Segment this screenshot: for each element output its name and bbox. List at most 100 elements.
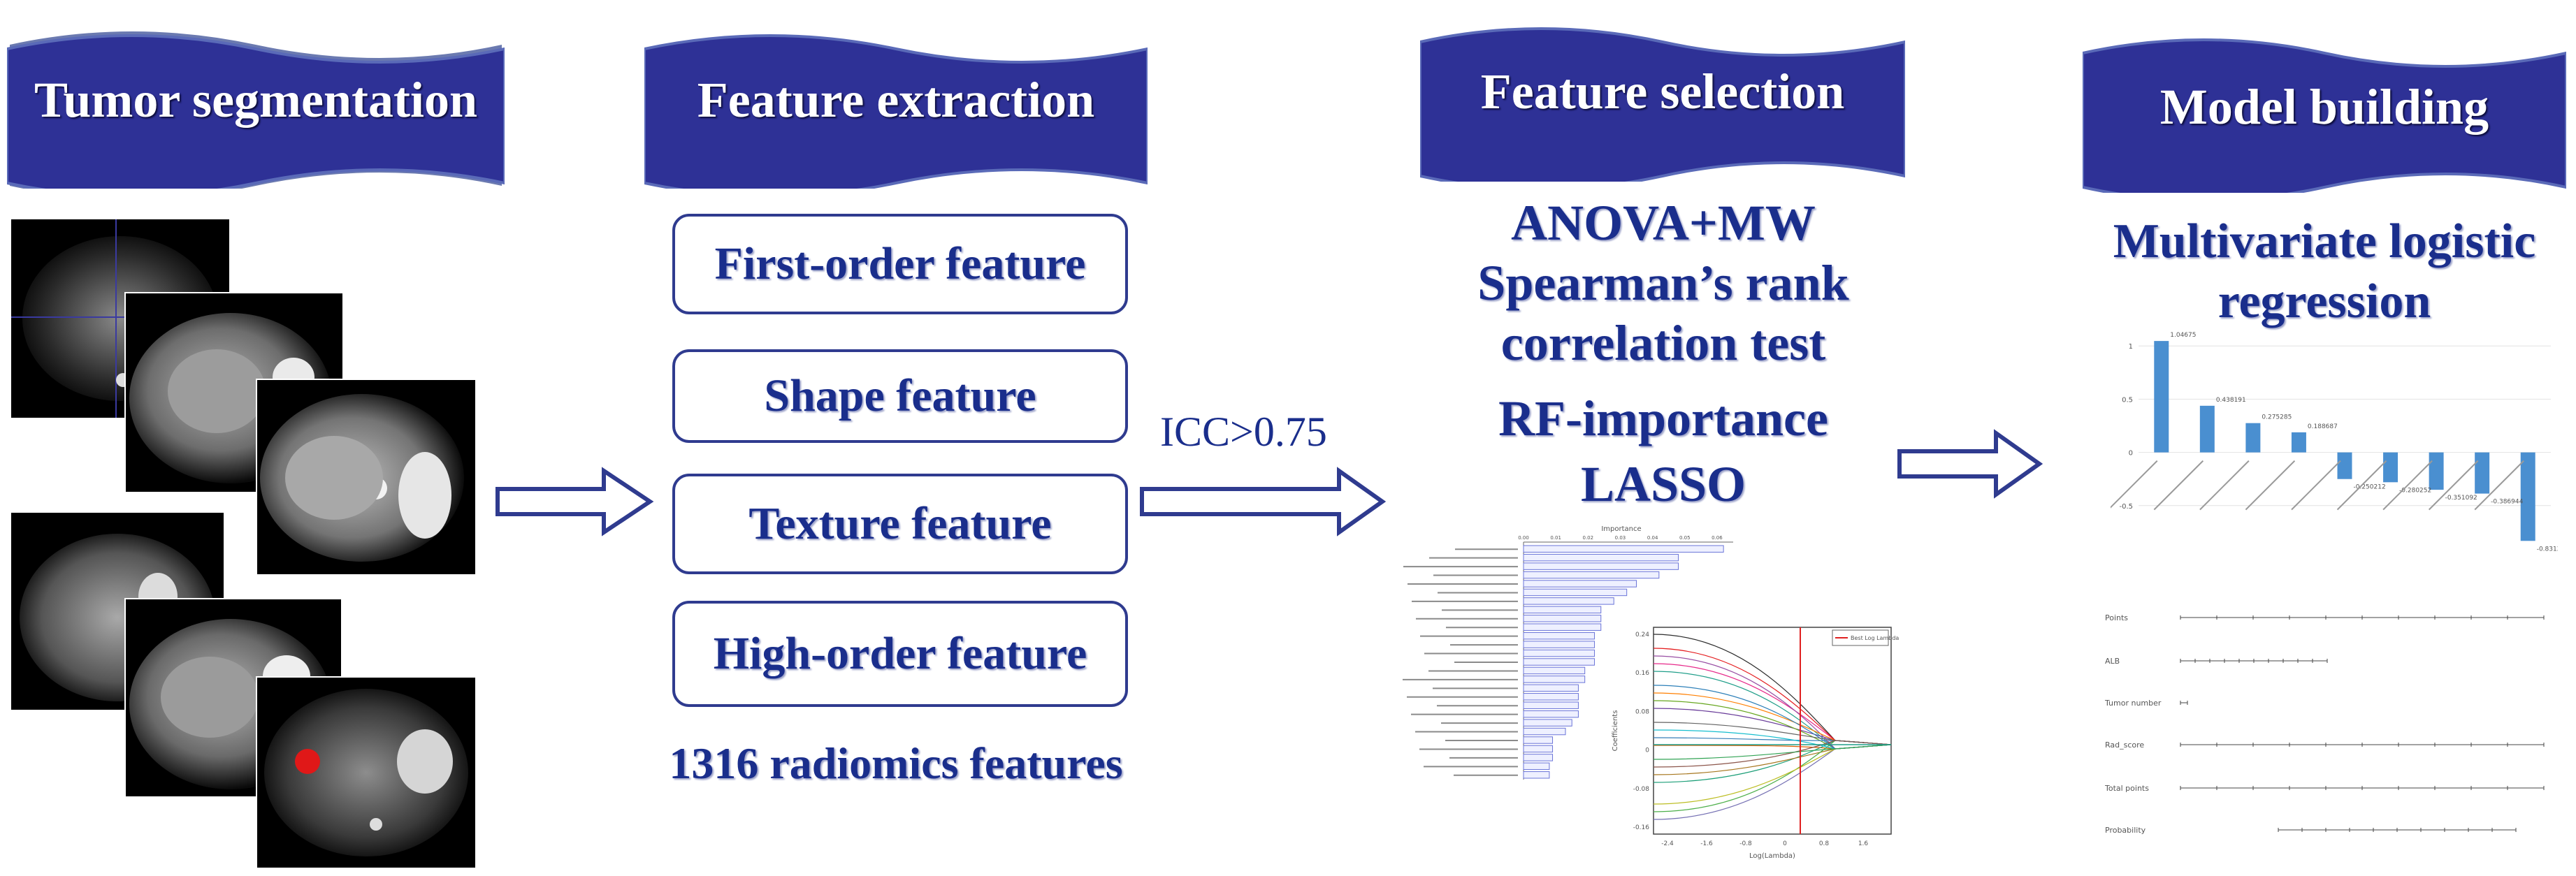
- mri-image-segmented: [256, 676, 477, 869]
- category-label-mark: [2474, 460, 2524, 511]
- importance-bar: [1523, 771, 1550, 779]
- y-tick-label: -0.5: [2119, 503, 2133, 511]
- category-label-mark: [2153, 460, 2204, 511]
- coefficient-bar-chart: 1 0.5 0 -0.5 1.04675 0.438191 0.275285 0.18868…: [2111, 332, 2558, 553]
- bar-value-label: -0.831242: [2537, 546, 2558, 553]
- lasso-x-tick: 0: [1783, 840, 1787, 847]
- importance-bar: [1523, 588, 1628, 597]
- coefficient-bar: [2337, 452, 2352, 479]
- stage-title: Feature extraction: [697, 72, 1095, 128]
- importance-bar: [1523, 666, 1586, 675]
- y-tick-label: 0: [2129, 450, 2133, 458]
- importance-bar: [1523, 762, 1550, 771]
- lasso-path: [1653, 744, 1892, 775]
- model-method-line1: Multivariate logistic: [2113, 214, 2536, 268]
- lasso-y-tick: 0.16: [1635, 670, 1649, 677]
- lasso-path: [1653, 634, 1892, 745]
- banner-model-building: Model building: [2083, 25, 2566, 193]
- importance-tick-label: 0.06: [1712, 535, 1723, 541]
- bar-value-label: 0.275285: [2262, 414, 2292, 421]
- lasso-path: [1653, 663, 1892, 745]
- stage-title: Model building: [2159, 79, 2489, 135]
- lasso-path: [1653, 740, 1892, 812]
- bar-value-label: -0.250212: [2353, 484, 2385, 491]
- tumor-mask: [295, 749, 320, 774]
- nomogram-row-label: Points: [2105, 613, 2128, 622]
- feature-box-first-order: First-order feature: [672, 214, 1128, 314]
- y-tick-label: 0.5: [2122, 396, 2133, 404]
- lasso-y-tick: 0.24: [1635, 632, 1649, 638]
- coefficient-bar: [2291, 432, 2306, 453]
- banner-shape: [2083, 38, 2566, 193]
- importance-bar: [1523, 701, 1579, 709]
- importance-bar: [1523, 597, 1614, 605]
- arrow-right-icon: [495, 467, 654, 536]
- bar-value-label: -0.280252: [2399, 487, 2431, 494]
- lasso-path: [1653, 740, 1892, 768]
- lasso-path: [1653, 744, 1892, 750]
- importance-bar: [1523, 606, 1602, 614]
- lasso-xlabel: Log(Lambda): [1749, 852, 1795, 860]
- lasso-x-tick: 1.6: [1858, 840, 1869, 847]
- importance-tick-label: 0.05: [1679, 535, 1691, 541]
- arrow-right-icon: [1140, 467, 1387, 536]
- importance-bar: [1523, 580, 1637, 587]
- importance-bar: [1523, 684, 1579, 692]
- method-rf-importance: RF-importance: [1498, 390, 1828, 446]
- banner-shape: [7, 31, 505, 189]
- banner-feature-extraction: Feature extraction: [644, 21, 1148, 189]
- lasso-path: [1653, 700, 1892, 750]
- arrow-right-icon: [1897, 429, 2043, 499]
- mri-image: [256, 379, 477, 576]
- banner-tumor-segmentation: Tumor segmentation: [7, 21, 505, 189]
- bar-value-label: -0.351092: [2445, 495, 2477, 502]
- coefficient-bar: [2154, 341, 2169, 453]
- importance-tick-label: 0.04: [1647, 535, 1658, 541]
- banner-shape: [644, 34, 1148, 189]
- lasso-path: [1653, 744, 1892, 760]
- icc-threshold-label: ICC>0.75: [1160, 409, 1327, 455]
- model-method-line2: regression: [2217, 275, 2431, 328]
- nomogram-row-label: Probability: [2105, 826, 2146, 835]
- lasso-path: [1653, 648, 1892, 745]
- importance-bar: [1523, 719, 1572, 727]
- lasso-path: [1653, 744, 1892, 820]
- lasso-ylabel: Coefficients: [1612, 710, 1619, 752]
- importance-tick-label: 0.00: [1518, 535, 1529, 541]
- importance-tick-label: 0.01: [1550, 535, 1561, 541]
- bar-value-label: 0.188687: [2308, 423, 2338, 430]
- importance-bar: [1523, 676, 1586, 683]
- coefficient-bar: [2245, 423, 2261, 453]
- stage-title: Tumor segmentation: [34, 72, 478, 128]
- lasso-path: [1653, 671, 1892, 750]
- importance-bar: [1523, 632, 1595, 640]
- coefficient-bar: [2383, 452, 2398, 483]
- importance-bar: [1523, 545, 1724, 553]
- lasso-path: [1653, 740, 1892, 783]
- lasso-path: [1653, 737, 1892, 745]
- lasso-y-tick: -0.08: [1633, 786, 1650, 793]
- feature-box-shape: Shape feature: [672, 349, 1128, 443]
- lasso-x-tick: 0.8: [1819, 840, 1830, 847]
- lasso-y-tick: -0.16: [1633, 824, 1650, 831]
- banner-feature-selection: Feature selection: [1420, 14, 1905, 182]
- category-label-mark: [2199, 460, 2250, 511]
- importance-bar: [1523, 710, 1579, 718]
- bar-value-label: 1.04675: [2170, 332, 2196, 339]
- banner-shape: [1420, 27, 1905, 182]
- feature-box-high-order: High-order feature: [672, 601, 1128, 707]
- nomogram-row-label: Rad_score: [2105, 740, 2144, 750]
- y-tick-label: 1: [2129, 343, 2133, 351]
- lasso-path: [1653, 692, 1892, 745]
- coefficient-bar: [2199, 405, 2215, 453]
- method-correlation: correlation test: [1500, 315, 1826, 371]
- importance-bar: [1523, 736, 1554, 744]
- coefficient-bar: [2429, 452, 2444, 490]
- nomogram-row-label: Total points: [2104, 784, 2149, 793]
- method-anova: ANOVA+MW: [1511, 195, 1816, 251]
- lasso-path: [1653, 729, 1892, 750]
- bar-value-label: 0.438191: [2216, 397, 2246, 404]
- importance-bar: [1523, 571, 1660, 579]
